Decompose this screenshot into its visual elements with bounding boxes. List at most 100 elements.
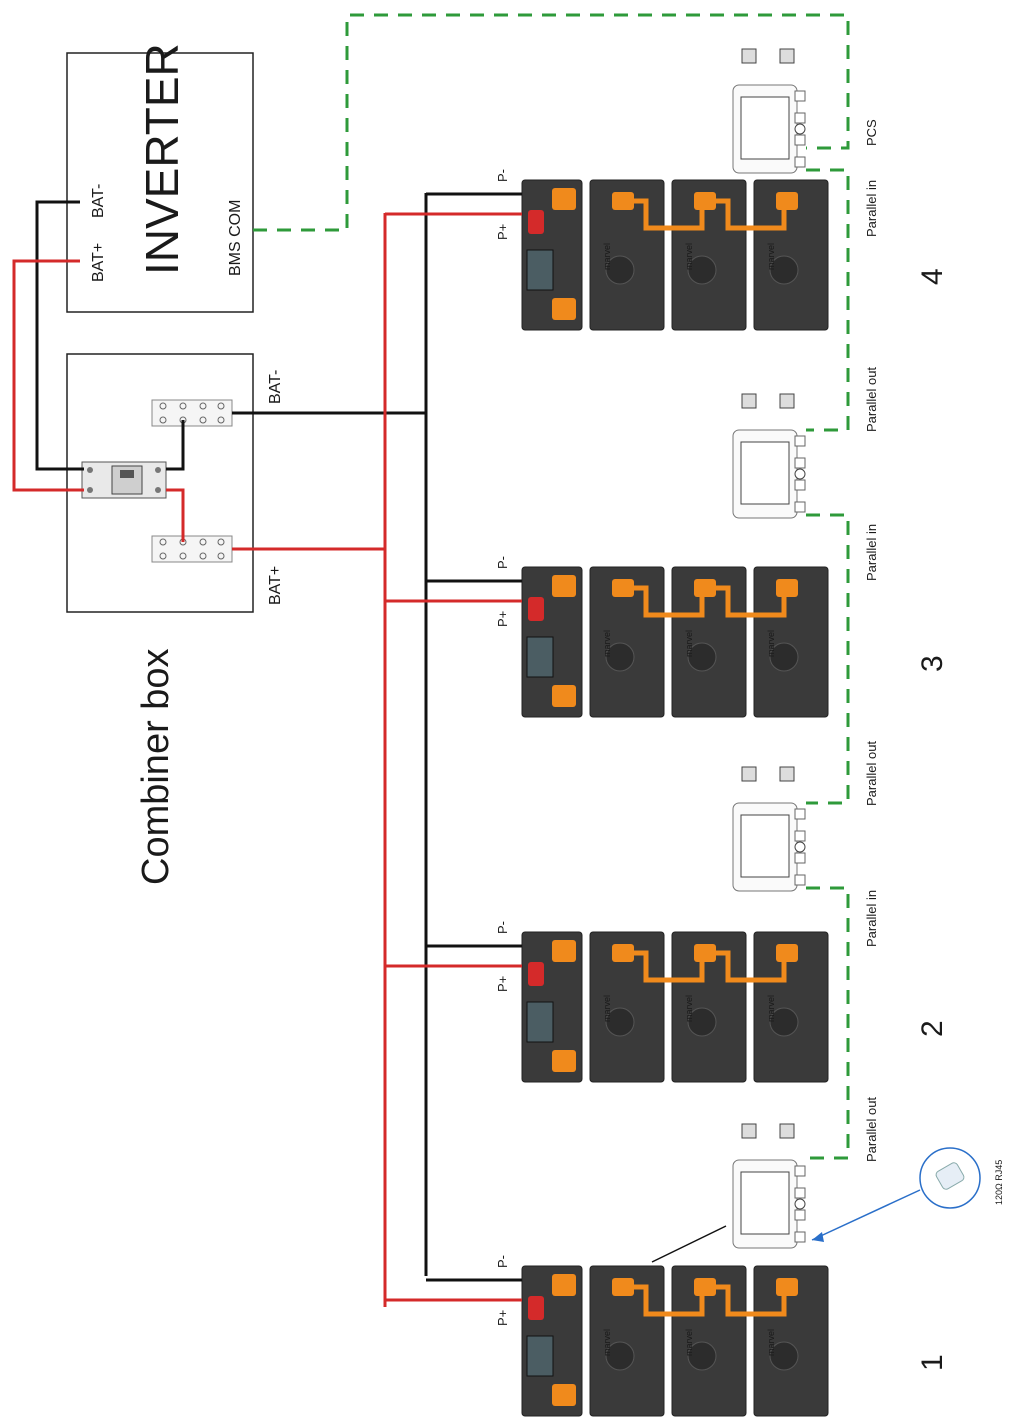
module-brand-label: marvel: [602, 243, 612, 270]
rj45-port-icon: [794, 435, 806, 447]
rj45-port-icon: [794, 134, 806, 146]
module-connector: [612, 579, 634, 597]
rj45-port-icon: [794, 479, 806, 491]
bms-panel: [732, 1123, 806, 1249]
breaker-icon: [81, 461, 167, 499]
module-brand-label: marvel: [602, 630, 612, 657]
module-brand-label: marvel: [602, 995, 612, 1022]
p-minus-port-icon: [779, 766, 795, 782]
inverter-bat-minus-label: BAT-: [90, 184, 107, 218]
battery-module-body: [753, 179, 829, 331]
p-minus-label: P-: [495, 556, 510, 569]
fan-icon: [605, 255, 635, 285]
p-plus-label: P+: [495, 611, 510, 627]
p-minus-label: P-: [495, 1255, 510, 1268]
fan-icon: [687, 255, 717, 285]
fan-icon: [769, 642, 799, 672]
battery-module: marvel: [589, 179, 665, 331]
power-wiring: [12, 193, 428, 1307]
rj45-terminator-icon: [919, 1147, 981, 1209]
stack-number: 4: [916, 268, 949, 285]
module-link-cable: [634, 585, 705, 618]
battery-module: marvel: [671, 566, 747, 718]
rj45-port-icon: [794, 156, 806, 168]
fan-icon: [769, 255, 799, 285]
parallel-out-label: Parallel out: [864, 741, 879, 806]
fan-icon: [769, 1341, 799, 1371]
module-link-cable: [634, 950, 705, 983]
module-brand-label: marvel: [602, 1329, 612, 1356]
p-plus-connector: [552, 298, 576, 320]
rj45-port-icon: [794, 112, 806, 124]
combiner-title: Combiner box: [135, 648, 177, 885]
battery-module: marvel: [589, 931, 665, 1083]
parallel-out-label: Parallel out: [864, 367, 879, 432]
module-link-cable: [634, 198, 705, 231]
inverter-bms-com-label: BMS COM: [227, 200, 244, 276]
bms-panel: [732, 48, 806, 174]
module-connector: [612, 192, 634, 210]
terminator-label: 120Ω RJ45: [994, 1160, 1004, 1205]
bms-panel: [732, 393, 806, 519]
reset-button-icon: [794, 1198, 806, 1210]
negative-busbar: [151, 399, 233, 427]
bms-panel-screen: [740, 1171, 790, 1235]
rj45-port-icon: [794, 90, 806, 102]
battery-stack: marvel marvel marvel P- P+ 3: [385, 556, 949, 718]
positive-busbar: [151, 535, 233, 563]
module-brand-label: marvel: [766, 243, 776, 270]
module-connector: [776, 944, 798, 962]
bms-panel: [732, 766, 806, 892]
p-plus-port-icon: [741, 1123, 757, 1139]
battery-module: marvel: [671, 931, 747, 1083]
p-minus-label: P-: [495, 921, 510, 934]
module-connector: [776, 1278, 798, 1296]
module-link-cable: [716, 950, 787, 983]
parallel-in-label: Parallel in: [864, 890, 879, 947]
fan-icon: [769, 1007, 799, 1037]
p-minus-connector: [552, 940, 576, 962]
rj45-port-icon: [794, 457, 806, 469]
p-minus-connector: [552, 188, 576, 210]
p-plus-port-icon: [741, 48, 757, 64]
p-plus-label: P+: [495, 1310, 510, 1326]
combiner-bat-minus-label: BAT-: [267, 370, 284, 404]
rj45-port-icon: [794, 501, 806, 513]
battery-module-body: [753, 931, 829, 1083]
rj45-port-icon: [794, 852, 806, 864]
module-connector: [694, 1278, 716, 1296]
parallel-in-label: Parallel in: [864, 524, 879, 581]
module-brand-label: marvel: [684, 1329, 694, 1356]
p-plus-connector: [552, 1384, 576, 1406]
power-switch-icon: [528, 962, 544, 986]
fan-icon: [605, 1341, 635, 1371]
inverter-box: [66, 52, 254, 313]
fan-icon: [687, 1341, 717, 1371]
bms-panel-screen: [740, 814, 790, 878]
p-minus-port-icon: [779, 393, 795, 409]
combiner-bat-plus-label: BAT+: [267, 566, 284, 605]
p-plus-connector: [552, 685, 576, 707]
stack-number: 3: [916, 655, 949, 672]
rj45-port-icon: [794, 808, 806, 820]
parallel-out-label: Parallel out: [864, 1097, 879, 1162]
battery-module: marvel: [671, 179, 747, 331]
module-brand-label: marvel: [684, 995, 694, 1022]
module-link-cable: [634, 1284, 705, 1317]
fan-icon: [687, 1007, 717, 1037]
battery-module: marvel: [753, 931, 829, 1083]
p-minus-connector: [552, 1274, 576, 1296]
parallel-in-label: Parallel in: [864, 180, 879, 237]
module-connector: [694, 192, 716, 210]
reset-button-icon: [794, 841, 806, 853]
p-plus-label: P+: [495, 976, 510, 992]
battery-module: marvel: [589, 1265, 665, 1417]
module-brand-label: marvel: [766, 630, 776, 657]
module-connector: [694, 944, 716, 962]
p-minus-connector: [552, 575, 576, 597]
module-connector: [694, 579, 716, 597]
power-switch-icon: [528, 1296, 544, 1320]
fan-icon: [605, 1007, 635, 1037]
